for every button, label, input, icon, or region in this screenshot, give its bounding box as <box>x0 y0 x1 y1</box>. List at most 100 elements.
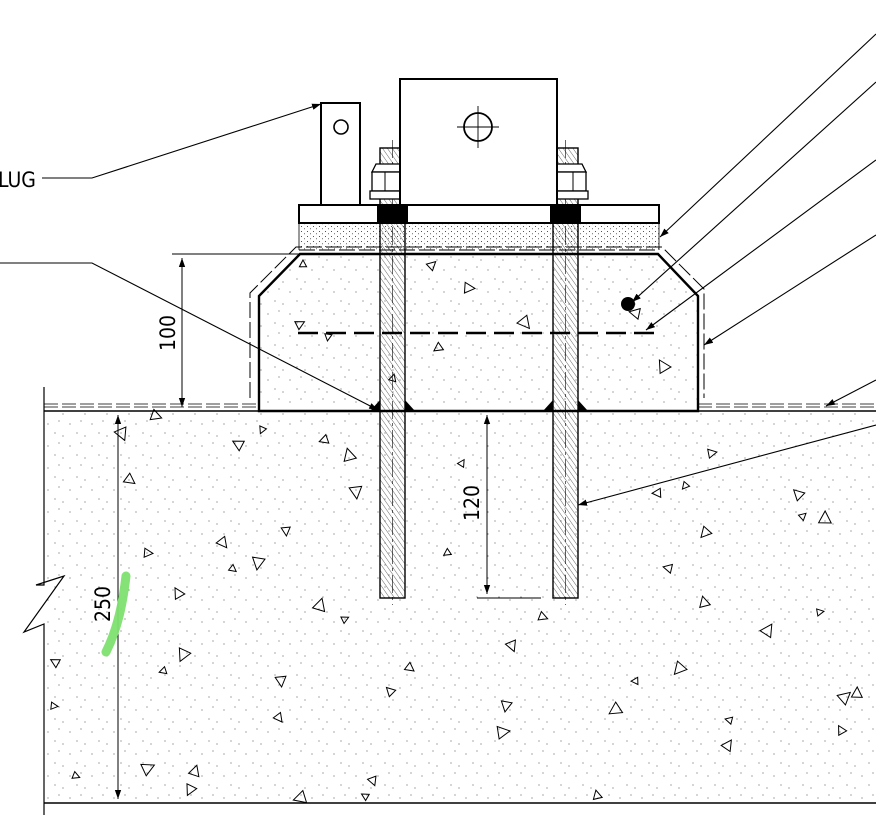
aggregate-symbol <box>140 763 156 777</box>
aggregate-symbol <box>707 448 718 459</box>
aggregate-symbol <box>251 556 266 571</box>
base-plate <box>298 204 660 224</box>
aggregate-symbol <box>158 665 168 675</box>
aggregate-symbol <box>360 793 371 802</box>
lifting-lug <box>320 102 361 206</box>
aggregate-symbol <box>298 258 308 268</box>
weld-left-b <box>405 400 415 411</box>
aggregate-symbol <box>403 661 415 672</box>
reinforcement-bar-section <box>621 297 635 311</box>
dimension-plinth-height <box>172 253 300 412</box>
aggregate-symbol <box>366 775 377 787</box>
base-slab <box>22 387 876 815</box>
aggregate-symbol <box>797 512 807 522</box>
aggregate-symbol <box>724 716 734 726</box>
aggregate-symbol <box>836 691 852 706</box>
aggregate-symbol <box>504 639 517 653</box>
aggregate-symbols <box>49 258 864 804</box>
aggregate-symbol <box>143 547 155 558</box>
aggregate-symbol <box>149 408 163 421</box>
dim-text-bolt-embedment: 120 <box>460 485 484 521</box>
aggregate-symbol <box>274 675 287 689</box>
aggregate-symbol <box>433 341 445 352</box>
aggregate-symbol <box>650 487 662 499</box>
aggregate-symbol <box>681 480 691 490</box>
aggregate-symbol <box>311 597 326 613</box>
aggregate-symbol <box>463 281 477 294</box>
aggregate-symbol <box>174 586 186 601</box>
aggregate-symbol <box>537 610 549 621</box>
aggregate-symbol <box>318 433 330 444</box>
aggregate-symbol <box>628 307 641 321</box>
leader-floor-finish <box>825 379 876 407</box>
slab-left-edge-break <box>22 387 66 815</box>
slab-fill <box>44 411 876 803</box>
grout-pad <box>299 223 659 250</box>
aggregate-symbol <box>387 373 397 383</box>
aggregate-symbol <box>838 724 848 737</box>
aggregate-symbol <box>699 595 712 609</box>
aggregate-symbol <box>608 701 624 715</box>
aggregate-symbol <box>50 701 60 711</box>
equipment-bracket <box>399 78 558 206</box>
bracket-plate <box>399 78 558 206</box>
aggregate-symbol <box>792 489 806 502</box>
aggregate-symbol <box>442 547 453 556</box>
aggregate-symbol <box>49 659 62 669</box>
aggregate-symbol <box>227 563 237 573</box>
lug-hole <box>333 119 349 135</box>
aggregate-symbol <box>700 525 713 539</box>
aggregate-symbol <box>292 789 308 804</box>
leader-anchor-bolt <box>577 424 876 506</box>
grout-layer <box>298 223 660 251</box>
aggregate-symbol <box>187 764 200 778</box>
dim-text-slab-thickness: 250 <box>91 586 115 622</box>
weld-right-b <box>578 400 588 411</box>
aggregate-symbol <box>215 535 228 549</box>
aggregate-symbol <box>817 509 833 524</box>
lug-plate <box>320 102 361 206</box>
aggregate-symbol <box>516 314 531 330</box>
aggregate-symbol <box>850 685 864 698</box>
aggregate-symbol <box>720 739 732 753</box>
aggregate-symbol <box>673 660 688 676</box>
aggregate-symbol <box>385 686 397 698</box>
aggregate-symbol <box>340 616 350 625</box>
dim-text-plinth-height: 100 <box>156 315 180 351</box>
aggregate-symbol <box>71 770 81 779</box>
aggregate-symbol <box>186 783 198 797</box>
aggregate-symbol <box>272 711 283 723</box>
leader-lines <box>0 33 876 506</box>
leader-weld <box>0 262 379 411</box>
aggregate-symbol <box>629 676 639 686</box>
leader-lug <box>42 103 322 179</box>
aggregate-symbol <box>500 700 513 713</box>
aggregate-symbol <box>122 472 136 485</box>
aggregate-symbol <box>348 485 363 501</box>
aggregate-symbol <box>294 321 306 331</box>
aggregate-symbol <box>815 608 825 617</box>
aggregate-symbol <box>178 647 192 663</box>
leader-rebar-dot <box>631 81 876 303</box>
weld-right-a <box>543 400 553 411</box>
aggregate-symbol <box>280 526 291 538</box>
leader-formwork <box>703 234 876 346</box>
aggregate-symbol <box>343 447 358 463</box>
aggregate-symbol <box>662 563 674 575</box>
aggregate-symbol <box>259 425 268 435</box>
base-plate-body <box>298 204 660 224</box>
leader-rebar-dashed <box>645 159 876 331</box>
aggregate-symbol <box>496 725 511 740</box>
leader-grout <box>659 33 876 238</box>
dimension-bolt-embedment <box>477 415 541 599</box>
aggregate-symbol <box>759 623 773 639</box>
highlighter-mark <box>101 571 131 657</box>
aggregate-symbol <box>456 458 465 469</box>
aggregate-symbol <box>425 260 437 272</box>
aggregate-symbol <box>592 789 604 801</box>
aggregate-symbol <box>658 359 672 375</box>
label-lug: LUG <box>0 168 36 192</box>
plinth <box>249 246 705 413</box>
aggregate-symbol <box>324 333 333 343</box>
